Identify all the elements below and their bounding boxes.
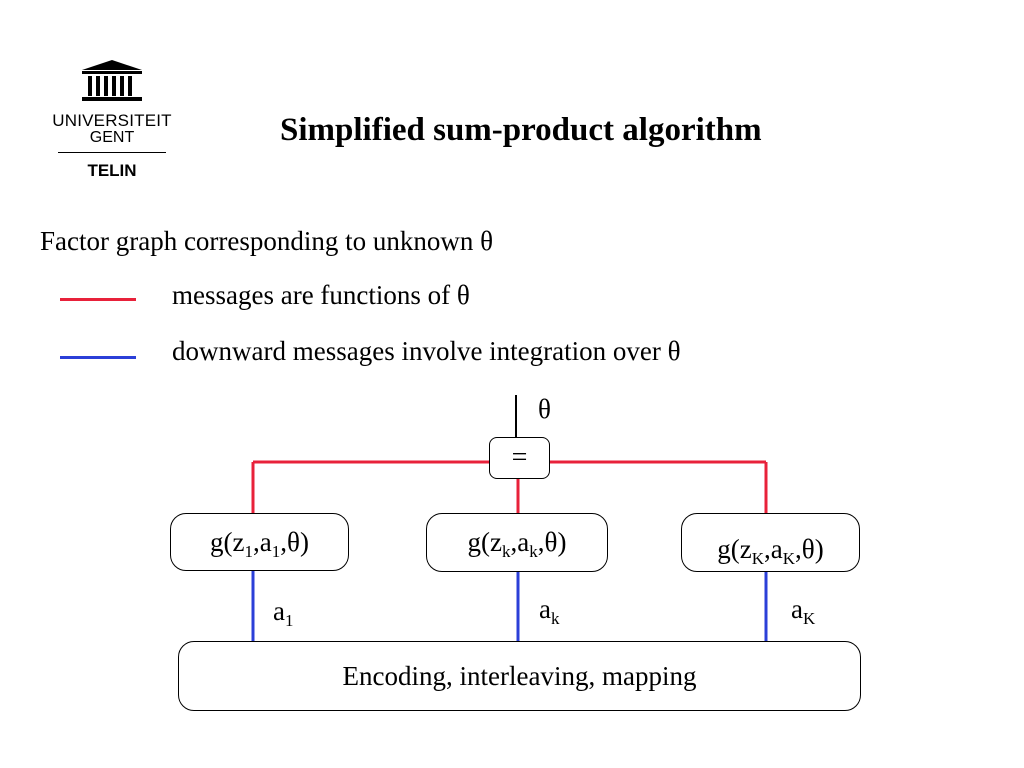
legend-blue-line bbox=[60, 356, 136, 359]
legend-red-text: messages are functions of θ bbox=[172, 280, 470, 310]
factor-k-end: ,θ) bbox=[537, 527, 567, 557]
university-logo: UNIVERSITEIT GENT TELIN bbox=[40, 56, 190, 186]
legend-red-line bbox=[60, 298, 136, 301]
factor-node-1: g(z1,a1,θ) bbox=[170, 513, 349, 571]
factor-K-g: g(z bbox=[717, 534, 752, 564]
theta-variable-label: θ bbox=[538, 394, 551, 424]
slide-title: Simplified sum-product algorithm bbox=[280, 112, 762, 148]
edge-label-aK: aK bbox=[791, 594, 816, 628]
logo-telin-text: TELIN bbox=[87, 161, 137, 180]
edge-label-a1: a1 bbox=[273, 596, 294, 630]
encoding-box-label: Encoding, interleaving, mapping bbox=[342, 660, 697, 691]
factor-node-k: g(zk,ak,θ) bbox=[426, 513, 608, 572]
factor-1-sub-a: 1 bbox=[271, 541, 281, 561]
factor-K-sub-z: K bbox=[751, 549, 765, 568]
equality-node: = bbox=[489, 437, 550, 479]
factor-1-end: ,θ) bbox=[280, 526, 309, 557]
factor-K-end: ,θ) bbox=[795, 534, 824, 564]
factor-K-mid: ,a bbox=[764, 534, 783, 564]
equality-node-label: = bbox=[511, 442, 528, 473]
factor-k-g: g(z bbox=[467, 527, 503, 557]
factor-node-K: g(zK,aK,θ) bbox=[681, 513, 860, 572]
factor-k-mid: ,a bbox=[510, 527, 530, 557]
factor-K-sub-a: K bbox=[782, 549, 796, 568]
intro-text: Factor graph corresponding to unknown θ bbox=[40, 226, 494, 256]
factor-1-sub-z: 1 bbox=[244, 541, 254, 561]
logo-university-text: UNIVERSITEIT bbox=[52, 111, 172, 130]
factor-1-g: g(z bbox=[210, 526, 245, 557]
legend-blue-text: downward messages involve integration ov… bbox=[172, 336, 681, 366]
factor-1-mid: ,a bbox=[253, 526, 272, 557]
factor-k-sub-z: k bbox=[502, 542, 511, 561]
logo-gent-text: GENT bbox=[89, 129, 135, 146]
encoding-box: Encoding, interleaving, mapping bbox=[178, 641, 861, 711]
university-building-icon bbox=[82, 60, 142, 101]
edge-label-ak: ak bbox=[539, 594, 560, 628]
logo-divider bbox=[58, 152, 166, 153]
factor-k-sub-a: k bbox=[529, 542, 538, 561]
